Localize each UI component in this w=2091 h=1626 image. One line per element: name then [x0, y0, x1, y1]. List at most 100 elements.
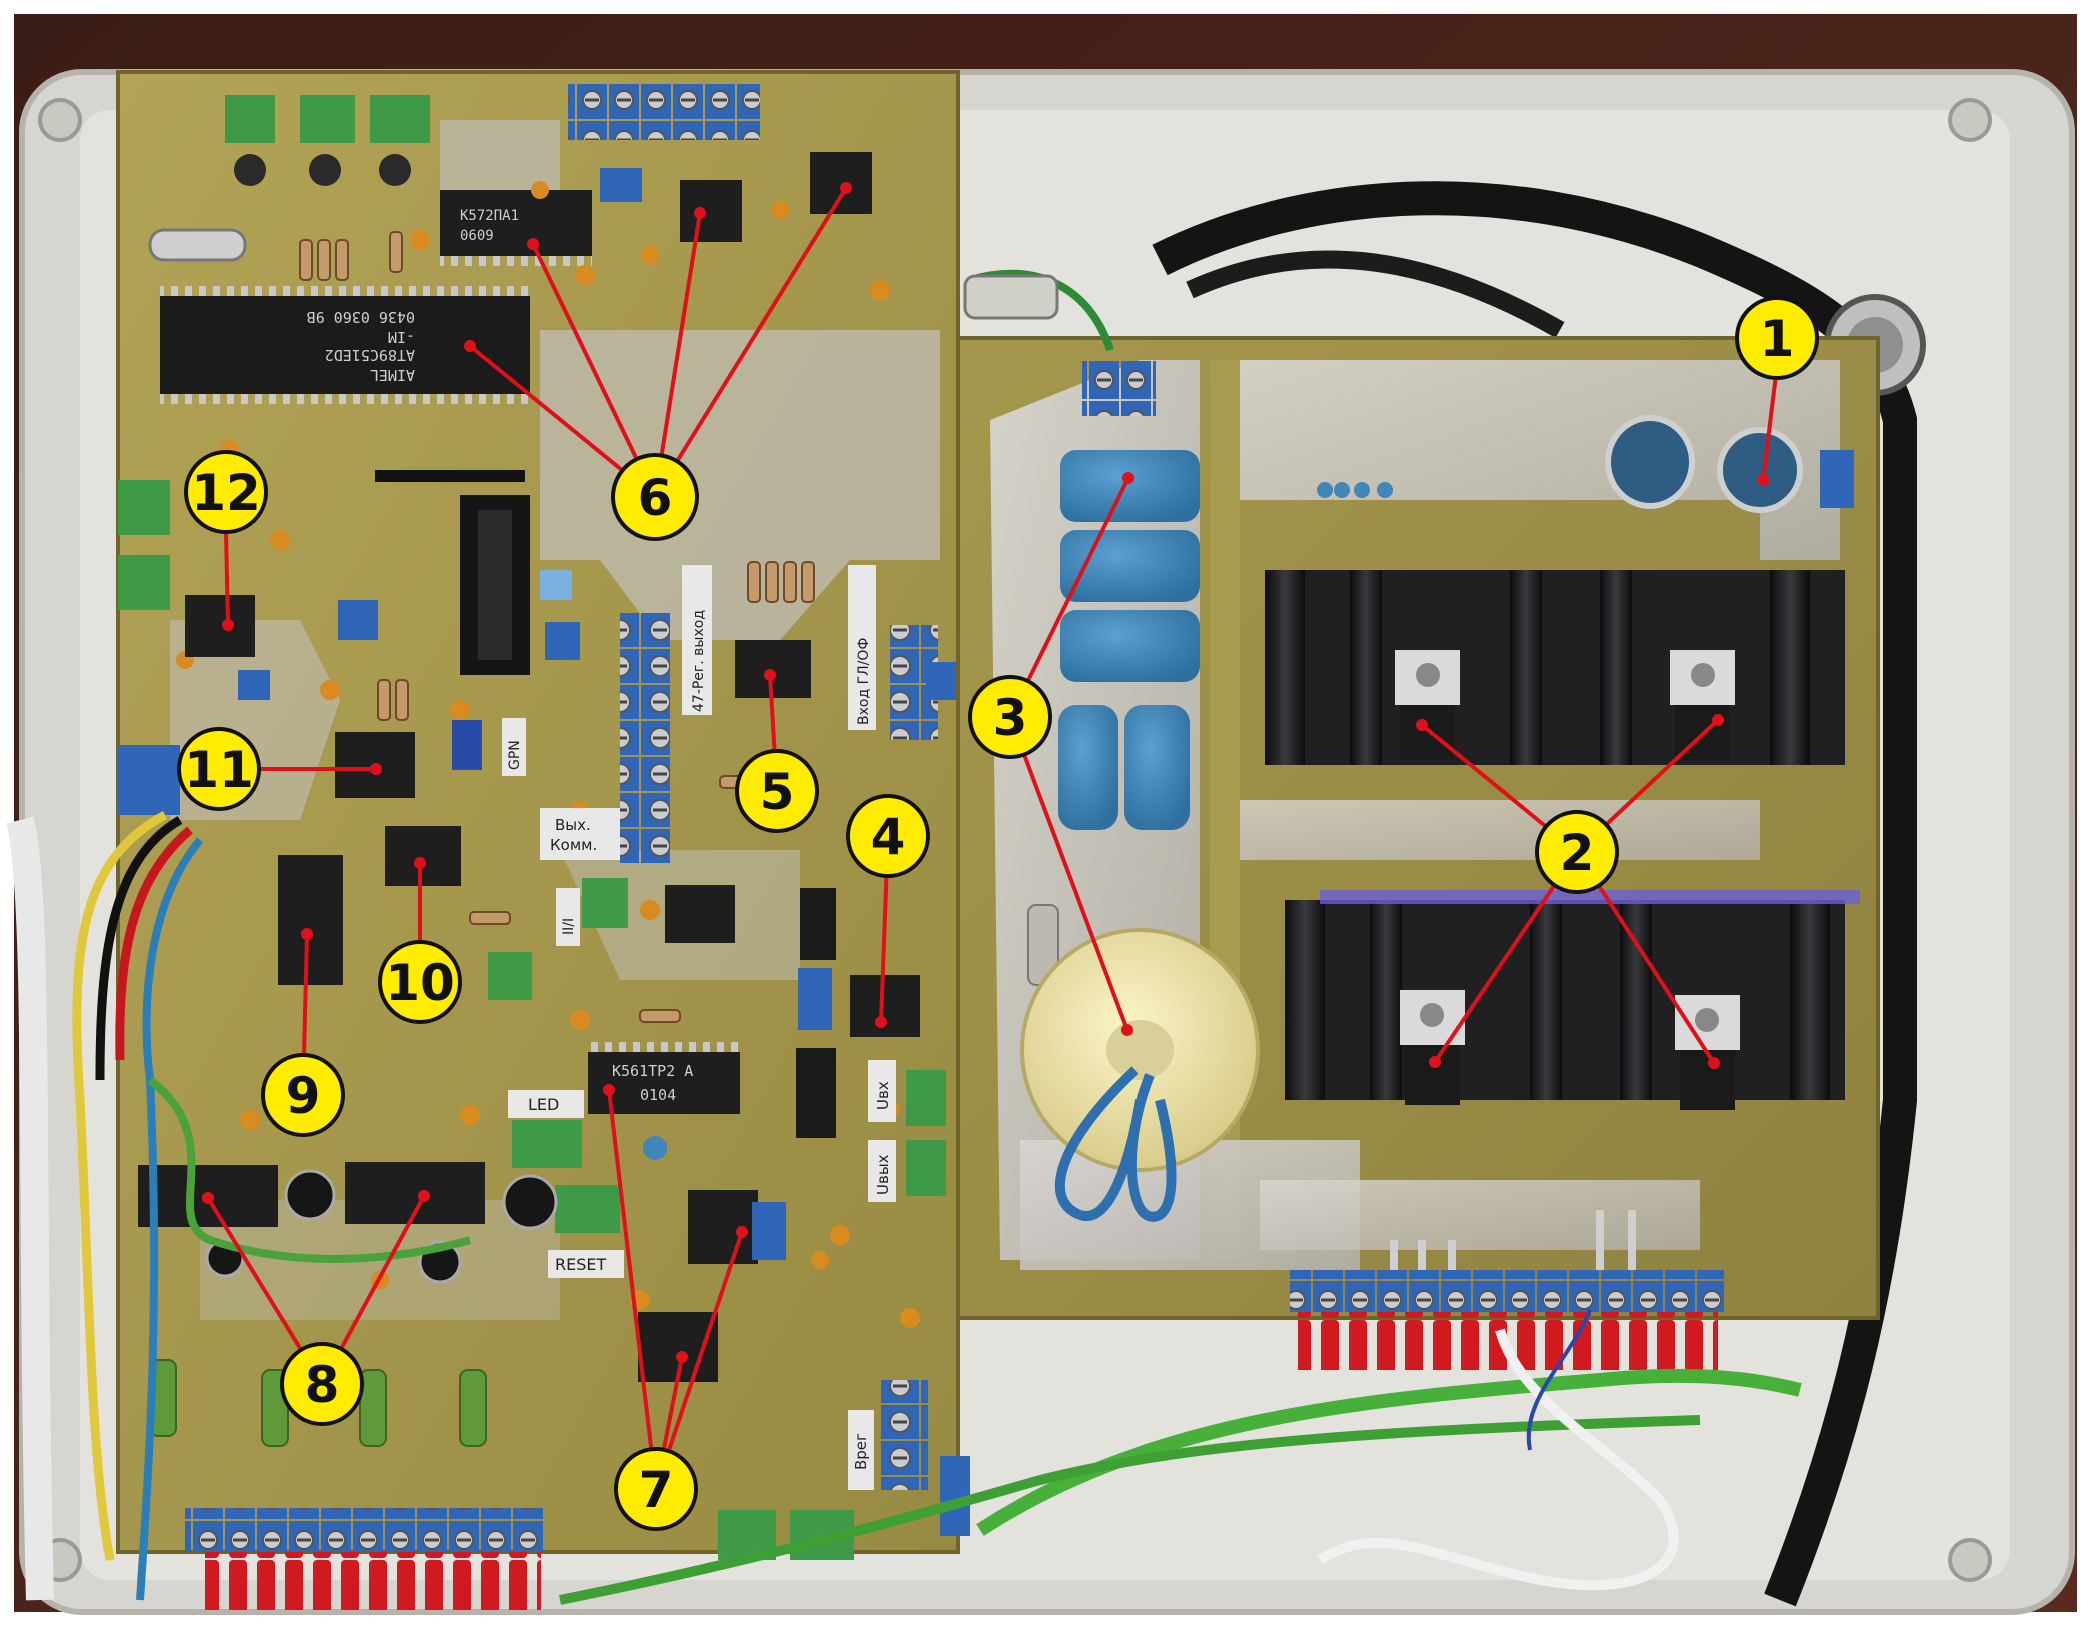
terminal-block-blue — [118, 745, 180, 815]
trimmer-pot — [452, 720, 482, 770]
transistor — [309, 154, 341, 186]
trimmer-pot — [338, 600, 378, 640]
heatsink-bottom — [1285, 900, 1845, 1100]
terminal-block-blue — [1082, 360, 1156, 416]
callout-12: 12 — [184, 450, 268, 534]
callout-8: 8 — [280, 1342, 364, 1426]
board-label-ii: II/I — [556, 888, 580, 946]
x-capacitor — [1058, 705, 1118, 830]
reg-vyhod-text: 47-Рег. выход — [691, 610, 707, 712]
x-capacitor — [1060, 610, 1200, 682]
idc-header-slot — [478, 510, 512, 660]
ceramic-capacitors — [176, 181, 920, 1328]
trimmer-pot — [545, 622, 580, 660]
toroid-wire — [1126, 1073, 1177, 1222]
callout-11: 11 — [177, 727, 261, 811]
wire-red — [115, 826, 193, 1061]
callout-7: 7 — [614, 1447, 698, 1531]
dip8-chip — [810, 152, 872, 214]
red-crimp-row — [205, 1552, 541, 1610]
board-label-reset: RESET — [548, 1250, 624, 1278]
leader-line-ends — [202, 182, 1769, 1363]
terminal-block-blue — [880, 1380, 928, 1490]
trimmer-pot — [926, 662, 960, 700]
power-resistors — [149, 1359, 487, 1447]
callout-3-label: 3 — [993, 689, 1028, 747]
mcu-marking-2: AT89C51ED2 — [325, 346, 415, 364]
bulk-capacitor — [1717, 427, 1803, 513]
terminal-block-green — [118, 480, 170, 535]
k561tp2-marking-1: К561ТР2 А — [612, 1062, 693, 1080]
transistor — [234, 154, 266, 186]
callout-8-label: 8 — [305, 1356, 340, 1414]
power-copper-pour — [1240, 360, 1840, 560]
board-label-led: LED — [508, 1090, 584, 1118]
pin-strip — [375, 470, 525, 482]
toroid-wire — [1054, 1066, 1145, 1221]
dip8-chip — [735, 640, 811, 698]
terminal-block-blue — [1820, 450, 1854, 508]
transistor — [379, 154, 411, 186]
copper-pour — [540, 330, 940, 640]
led-text: LED — [528, 1095, 559, 1114]
power-transistor — [800, 888, 836, 960]
dip16-chip — [278, 855, 343, 985]
copper-pour — [440, 120, 560, 190]
callout-5-label: 5 — [760, 763, 795, 821]
electrolytic-capacitor — [502, 1174, 558, 1230]
board-label-vertical: Вход ГЛ/ОФ — [848, 565, 876, 730]
crystal — [148, 228, 247, 262]
dip8-chip — [850, 975, 920, 1037]
board-label-gpn: GPN — [502, 718, 526, 776]
vyh-komm-line1: Вых. — [555, 816, 591, 834]
callout-3: 3 — [968, 675, 1052, 759]
dac-chip: К572ПА1 0609 — [440, 190, 592, 266]
dip8-chip — [385, 826, 461, 886]
terminal-block-green — [906, 1070, 946, 1126]
callout-1-label: 1 — [1760, 310, 1795, 368]
wire-yellow — [72, 811, 168, 1561]
x-capacitor — [1060, 450, 1200, 522]
callout-7-label: 7 — [639, 1461, 674, 1519]
board-label-vreg: Bрег — [848, 1410, 874, 1490]
leader-lines — [206, 186, 1779, 1490]
uvh-text: Uвх — [874, 1081, 892, 1110]
terminal-block-green — [300, 95, 355, 143]
green-wire-bundle — [559, 1415, 1701, 1605]
terminal-row-power — [1290, 1270, 1724, 1312]
terminal-block-green — [118, 555, 170, 610]
dip8-chip — [185, 595, 255, 657]
mains-cable-inner — [1186, 250, 1565, 338]
terminal-block-green — [370, 95, 430, 143]
ground-lug — [963, 274, 1059, 320]
pin-headers — [1390, 1210, 1636, 1270]
callout-4-label: 4 — [871, 808, 906, 866]
trimmer-pot — [540, 570, 572, 600]
power-copper-pour — [1260, 1180, 1700, 1250]
dac-chip-marking-2: 0609 — [460, 228, 494, 244]
gpn-text: GPN — [507, 740, 523, 770]
terminal-block-green — [512, 1120, 582, 1168]
enclosure-corner-screw — [38, 98, 82, 142]
blue-wire-thin — [1526, 1309, 1592, 1451]
small-capacitors — [1317, 482, 1393, 498]
terminal-block-green — [582, 878, 628, 928]
vyh-komm-line2: Комм. — [550, 836, 597, 854]
terminal-column-blue — [620, 612, 670, 864]
k561tp2-marking-2: 0104 — [640, 1086, 676, 1104]
bulk-capacitor — [1605, 415, 1695, 509]
heatsink-insulator — [1320, 890, 1860, 904]
vreg-text: Bрег — [852, 1433, 870, 1470]
callout-2-label: 2 — [1560, 824, 1595, 882]
callout-10: 10 — [378, 940, 462, 1024]
electrolytic-capacitor — [284, 1169, 336, 1221]
terminal-row-bottom-left — [185, 1508, 545, 1552]
dip8-chip — [680, 180, 742, 242]
dip8-chip — [688, 1190, 758, 1264]
callout-6: 6 — [611, 453, 699, 541]
white-wire — [1317, 1328, 1679, 1591]
vertical-tag-text: Вход ГЛ/ОФ — [856, 638, 872, 725]
x-capacitor — [1060, 530, 1200, 602]
callout-9-label: 9 — [286, 1067, 321, 1125]
